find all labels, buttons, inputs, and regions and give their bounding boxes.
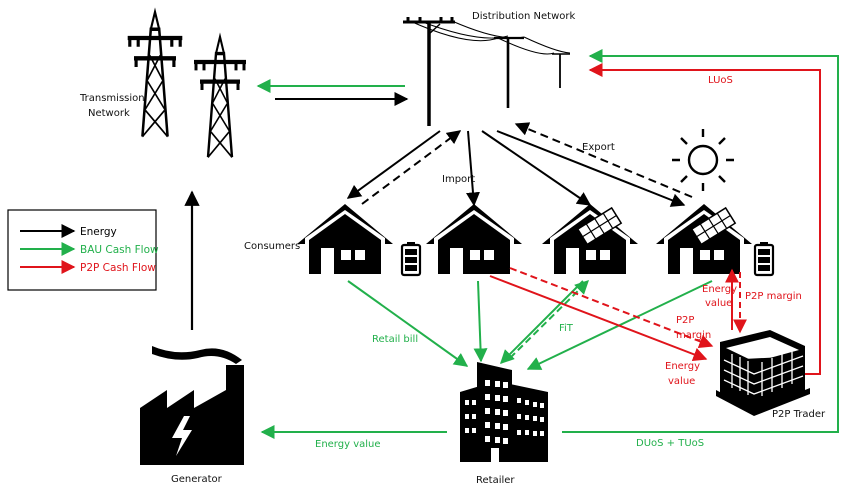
fit-label: FiT bbox=[559, 323, 574, 334]
legend-p2p-label: P2P Cash Flow bbox=[80, 262, 156, 274]
p2p-margin-right-label: P2P margin bbox=[745, 291, 802, 302]
transmission-label-line1: Transmission bbox=[79, 93, 145, 104]
p2p-margin-left-line1: P2P bbox=[676, 315, 694, 326]
retail-bill-arrow-1 bbox=[347, 280, 469, 367]
duos-tuos-arrow bbox=[562, 49, 839, 433]
transmission-tower-icon bbox=[128, 12, 246, 157]
legend: Energy BAU Cash Flow P2P Cash Flow bbox=[7, 209, 159, 291]
export-label: Export bbox=[582, 142, 615, 153]
sun-icon bbox=[672, 129, 734, 191]
import-label: Import bbox=[442, 174, 475, 185]
consumer-house-2 bbox=[426, 204, 522, 274]
energy-import-export-arrows bbox=[346, 122, 693, 207]
distribution-network-label: Distribution Network bbox=[472, 11, 575, 22]
consumer-house-4 bbox=[656, 204, 775, 277]
generator-factory-icon bbox=[140, 346, 244, 465]
generator-label: Generator bbox=[171, 474, 223, 485]
retailer-label: Retailer bbox=[476, 475, 515, 486]
luos-label: LUoS bbox=[708, 75, 733, 86]
duos-tuos-label: DUoS + TUoS bbox=[636, 438, 704, 449]
transmission-label-line2: Network bbox=[88, 108, 130, 119]
energy-value-right-line2: value bbox=[705, 298, 732, 309]
p2p-payment-arrow bbox=[489, 275, 708, 362]
p2p-margin-left-line2: margin bbox=[676, 330, 711, 341]
consumers-label: Consumers bbox=[244, 241, 300, 252]
p2p-margin-arrow bbox=[509, 267, 714, 348]
energy-value-left-line2: value bbox=[668, 376, 695, 387]
retailer-building-icon bbox=[460, 362, 548, 462]
retail-bill-label: Retail bill bbox=[372, 334, 418, 345]
legend-bau-label: BAU Cash Flow bbox=[80, 244, 159, 256]
p2p-trader-building-icon bbox=[716, 330, 810, 416]
energy-value-right-line1: Energy bbox=[702, 284, 737, 295]
legend-energy-label: Energy bbox=[80, 226, 117, 238]
p2p-trader-label: P2P Trader bbox=[772, 409, 826, 420]
energy-value-left-line1: Energy bbox=[665, 361, 700, 372]
luos-arrow bbox=[588, 63, 821, 375]
distribution-pole-icon bbox=[403, 17, 571, 126]
energy-value-generator-label: Energy value bbox=[315, 439, 381, 450]
consumer-house-3 bbox=[542, 204, 638, 274]
consumer-house-1 bbox=[297, 204, 422, 277]
retail-bill-arrow-2 bbox=[473, 280, 488, 363]
retail-bill-arrow-3 bbox=[500, 280, 584, 364]
